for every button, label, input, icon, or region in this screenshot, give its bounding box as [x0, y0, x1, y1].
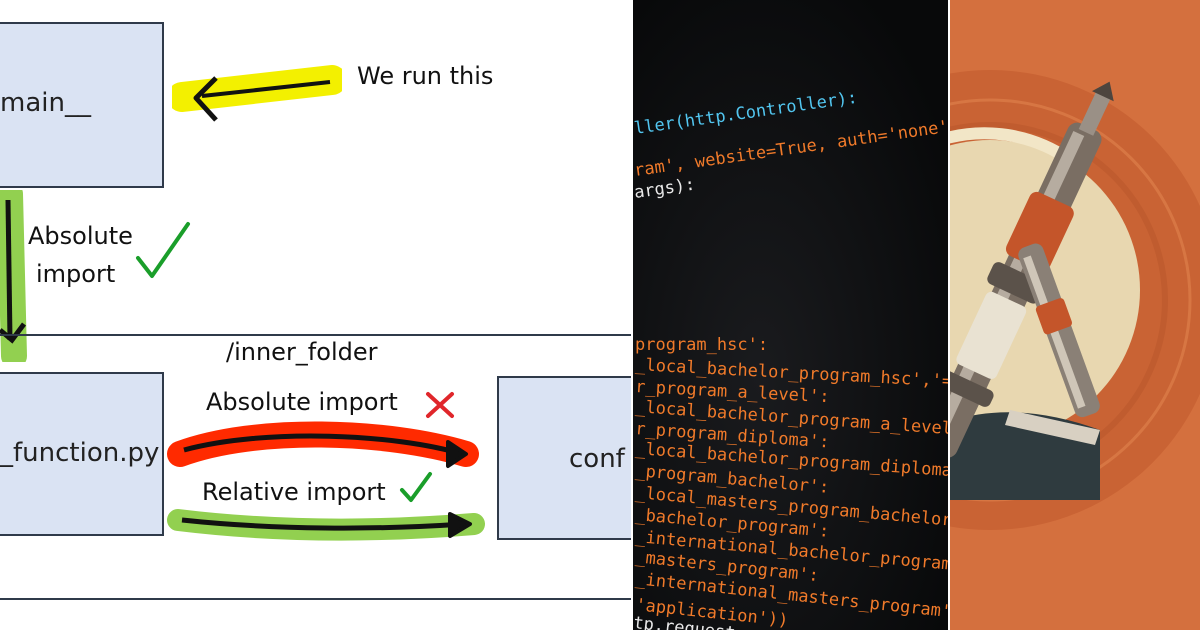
import-diagram-panel: main__ We run this Absolute import /inne… — [0, 22, 633, 600]
code-photo-panel: ller(http.Controller): ram', website=Tru… — [633, 0, 950, 630]
absolute-import-vertical-arrow — [0, 190, 27, 362]
relative-import-label: Relative import — [202, 478, 386, 506]
absolute-import-arrow — [167, 421, 479, 468]
folder-top-line — [0, 334, 633, 336]
run-note: We run this — [357, 62, 494, 90]
config-module-label: conf — [569, 444, 625, 474]
folder-label: /inner_folder — [226, 338, 378, 366]
check-icon-relative — [400, 472, 432, 502]
main-module-label: main__ — [0, 88, 91, 118]
absolute-import-label: Absolute import — [206, 388, 398, 416]
tool-illustration-icon — [950, 0, 1200, 630]
code-line: program_hsc': — [635, 335, 768, 355]
cross-icon — [426, 392, 454, 418]
illustration-panel — [950, 0, 1200, 630]
function-module-box — [0, 372, 164, 536]
relative-import-arrow — [167, 509, 485, 541]
config-module-box — [497, 376, 633, 540]
absolute-import-note-line2: import — [36, 260, 116, 288]
folder-bottom-line — [0, 598, 633, 600]
check-icon — [136, 222, 190, 278]
absolute-import-note-line1: Absolute — [28, 222, 133, 250]
run-arrow-icon — [172, 65, 342, 122]
code-snippet: ller(http.Controller): ram', website=Tru… — [633, 0, 950, 630]
function-module-label: _function.py — [0, 438, 160, 468]
main-module-box — [0, 22, 164, 188]
